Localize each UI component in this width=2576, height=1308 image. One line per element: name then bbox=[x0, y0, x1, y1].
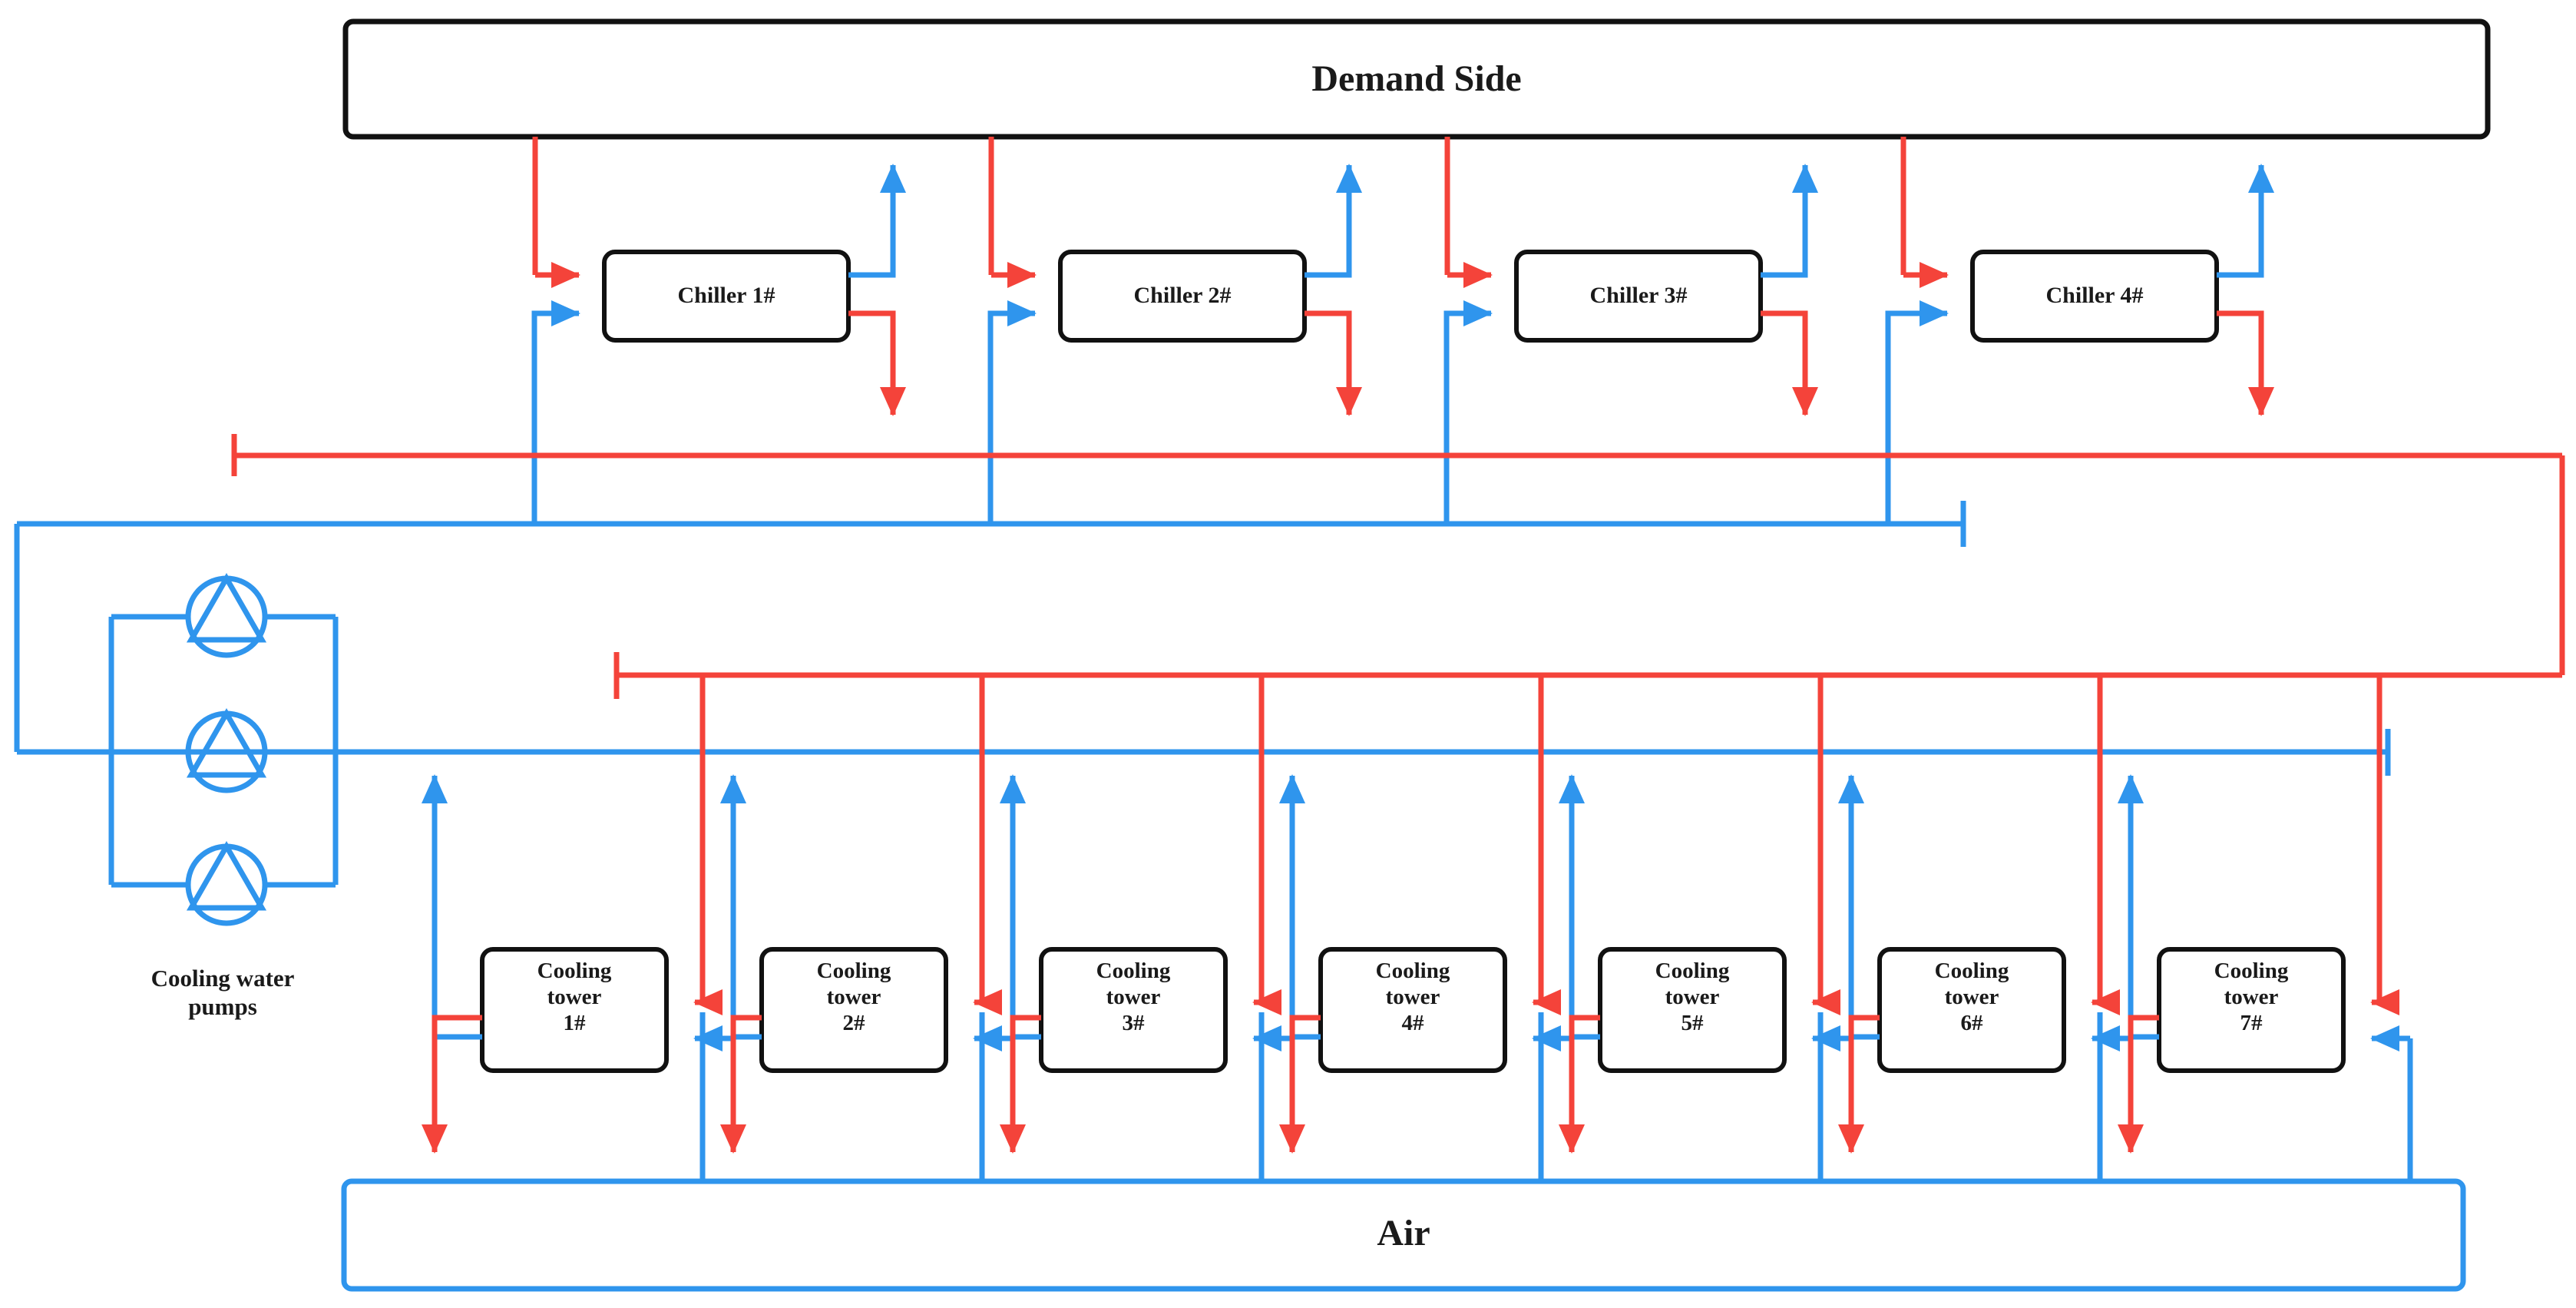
cooling-water-pump-bank bbox=[108, 614, 339, 888]
cooling-tower-box-3 bbox=[1039, 947, 1228, 1073]
chiller-box-3 bbox=[1514, 250, 1763, 343]
chiller-box-2 bbox=[1058, 250, 1307, 343]
pump-icon-1 bbox=[185, 572, 268, 658]
pump-icon-3 bbox=[185, 840, 268, 926]
cooling-tower-box-6 bbox=[1877, 947, 2066, 1073]
tower-cold-inlets bbox=[693, 1025, 2413, 1167]
pump-symbols bbox=[185, 572, 268, 926]
cooling-tower-boxes bbox=[480, 947, 2346, 1073]
chiller-boxes bbox=[602, 250, 2219, 343]
condenser-hot-header bbox=[231, 434, 2565, 699]
cooling-tower-box-4 bbox=[1318, 947, 1507, 1073]
cooling-tower-box-7 bbox=[2157, 947, 2346, 1073]
cooling-tower-box-2 bbox=[759, 947, 948, 1073]
air-box-risers bbox=[699, 1012, 2413, 1181]
tower-cold-risers bbox=[422, 774, 2159, 1040]
condenser-cold-header bbox=[14, 501, 2391, 776]
demand-side-block bbox=[342, 18, 2491, 140]
air-block bbox=[341, 1178, 2466, 1292]
cooling-tower-box-5 bbox=[1598, 947, 1787, 1073]
cooling-tower-box-1 bbox=[480, 947, 669, 1073]
pump-icon-2 bbox=[185, 707, 268, 793]
tower-hot-inlets bbox=[693, 675, 2399, 1015]
tower-air-returns bbox=[703, 1002, 733, 1181]
chiller-box-4 bbox=[1970, 250, 2219, 343]
chiller-box-1 bbox=[602, 250, 851, 343]
tower-air-drains bbox=[422, 1015, 2159, 1154]
